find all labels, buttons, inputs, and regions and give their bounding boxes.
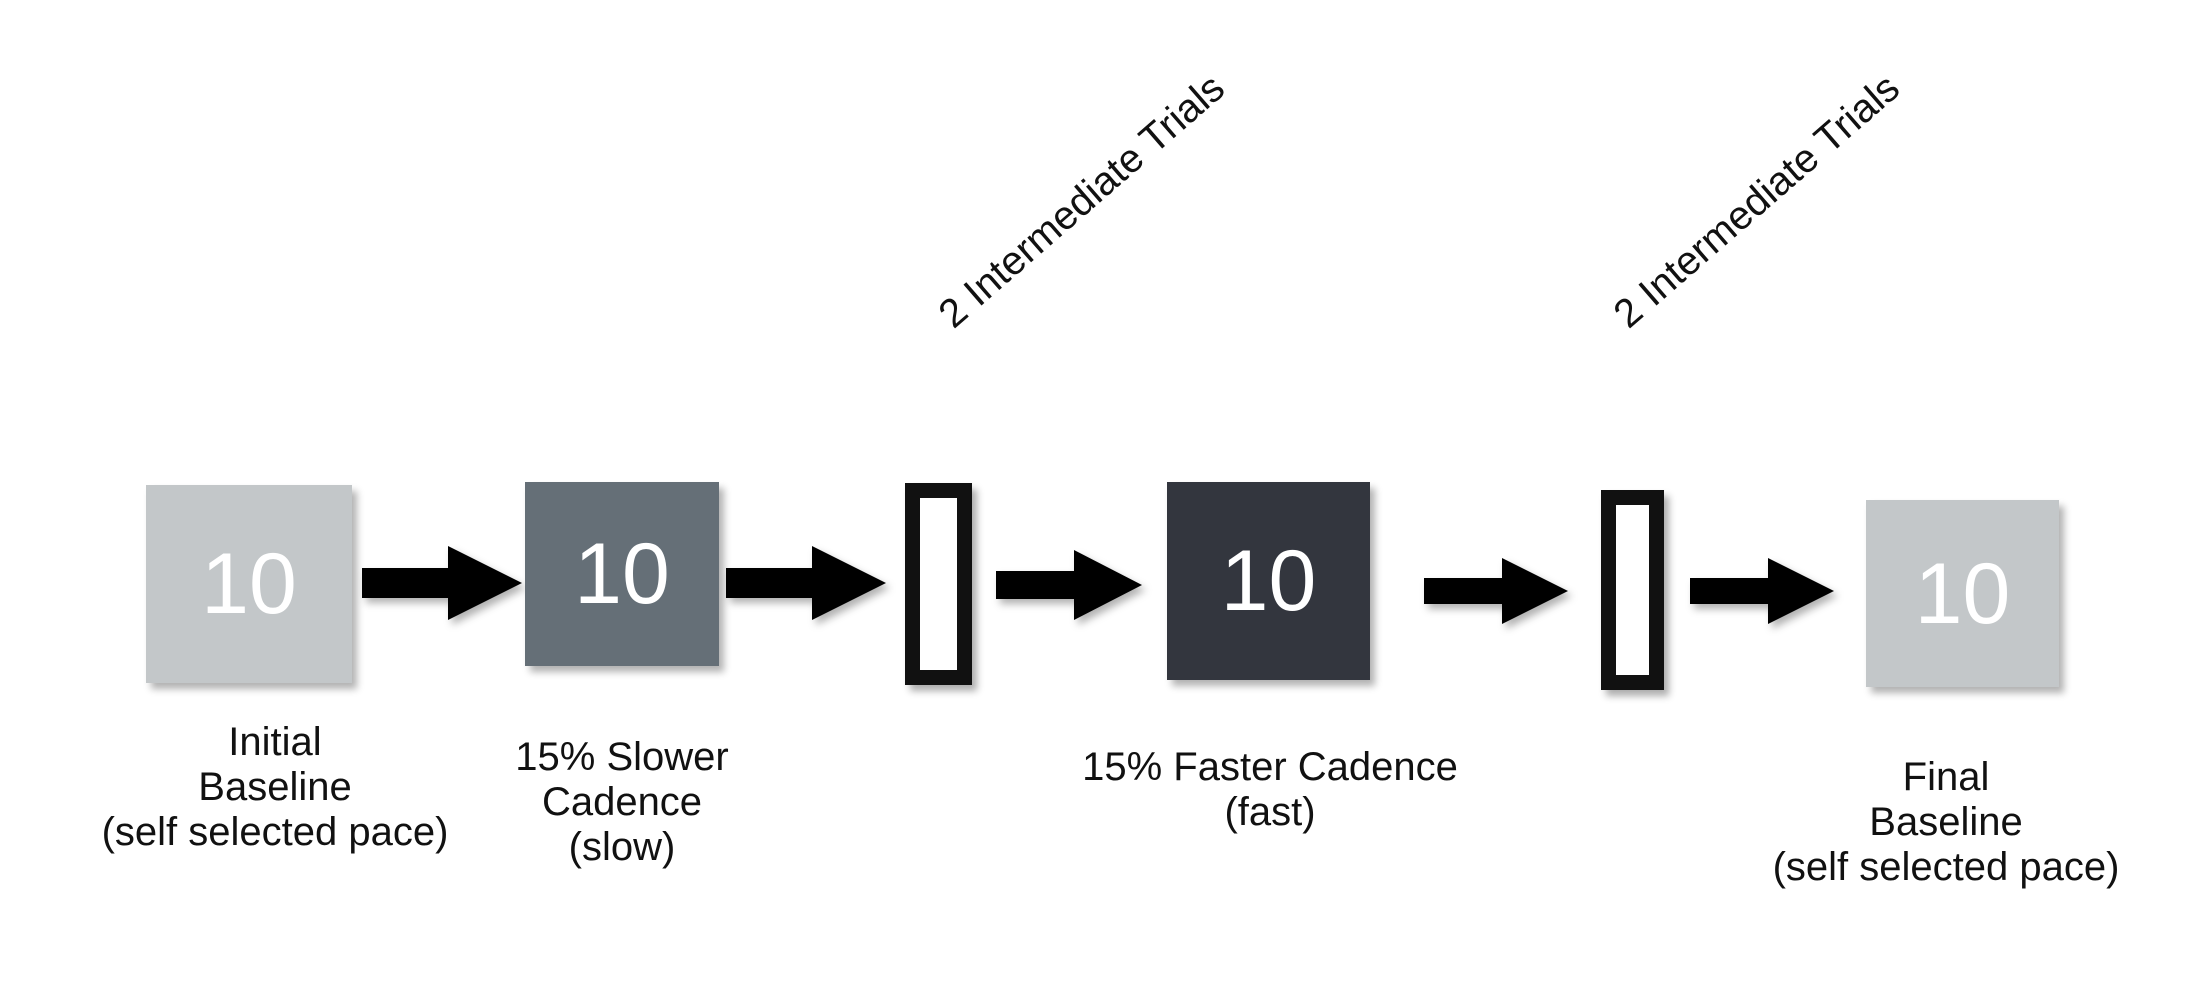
flow-arrow-4 <box>1424 558 1568 624</box>
caption-line-1: Initial <box>228 720 322 764</box>
caption-line-2: (fast) <box>1224 789 1316 834</box>
step-value-slower-cadence: 10 <box>574 526 670 622</box>
caption-line-3: (self selected pace) <box>101 809 449 854</box>
step-value-initial-baseline: 10 <box>201 536 297 632</box>
step-box-slower-cadence: 10 <box>525 482 719 666</box>
step-caption-final-baseline: Final Baseline (self selected pace) <box>1686 755 2199 889</box>
step-box-intermediate-marker-2 <box>1601 490 1664 690</box>
caption-line-3: (self selected pace) <box>1772 844 2120 889</box>
caption-line-2: Baseline <box>1869 799 2023 844</box>
step-caption-slower-cadence: 15% Slower Cadence (slow) <box>392 735 852 869</box>
caption-line-1: Final <box>1902 755 1990 799</box>
annotation-intermediate-trials-1: 2 Intermediate Trials <box>930 65 1233 337</box>
flow-arrow-3 <box>996 550 1142 620</box>
flow-arrow-5 <box>1690 558 1834 624</box>
flow-arrow-1 <box>362 546 522 620</box>
step-value-faster-cadence: 10 <box>1220 533 1317 629</box>
caption-line-2: Cadence <box>541 779 703 824</box>
step-box-final-baseline: 10 <box>1866 500 2059 687</box>
step-caption-faster-cadence: 15% Faster Cadence (fast) <box>1010 745 1530 835</box>
step-value-final-baseline: 10 <box>1914 545 2011 642</box>
step-box-intermediate-marker-1 <box>905 483 972 685</box>
flow-arrow-2 <box>726 546 886 620</box>
caption-line-1: 15% Slower <box>515 735 729 779</box>
annotation-intermediate-trials-2: 2 Intermediate Trials <box>1605 65 1908 337</box>
caption-line-1: 15% Faster Cadence <box>1082 745 1458 789</box>
caption-line-3: (slow) <box>568 824 676 869</box>
step-box-initial-baseline: 10 <box>146 485 352 683</box>
caption-line-2: Baseline <box>198 764 352 809</box>
step-box-faster-cadence: 10 <box>1167 482 1370 680</box>
step-caption-initial-baseline: Initial Baseline (self selected pace) <box>0 720 560 854</box>
